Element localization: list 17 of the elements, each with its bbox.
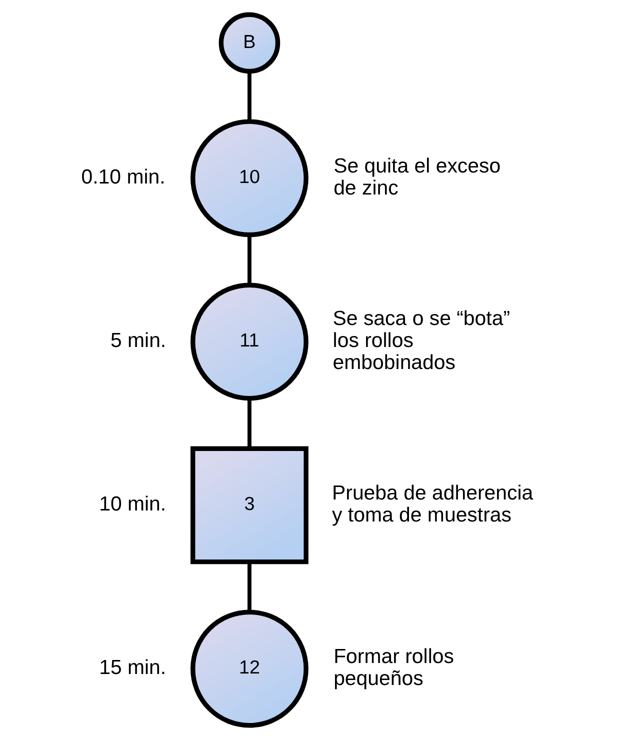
connector [248,234,252,285]
node-circle: 11 [190,282,308,401]
node-circle: B [218,12,280,74]
node-label: 5 min. [110,329,166,352]
node-label: 15 min. [99,656,166,680]
node-label: Formar rollos pequeños [334,645,454,690]
node-label: 0.10 min. [81,166,166,189]
connector [248,562,252,612]
node-label: Prueba de adherencia y toma de muestras [332,482,534,527]
connector [248,72,252,122]
node-circle: 12 [190,610,308,728]
node-box: 3 [190,446,308,564]
node-circle: 10 [190,119,308,238]
node-label: Se quita el exceso de zinc [334,154,501,200]
node-label: Se saca o se “bota” los rollos embobinados [332,307,510,374]
connector [248,398,252,448]
node-label: 10 min. [99,492,166,516]
